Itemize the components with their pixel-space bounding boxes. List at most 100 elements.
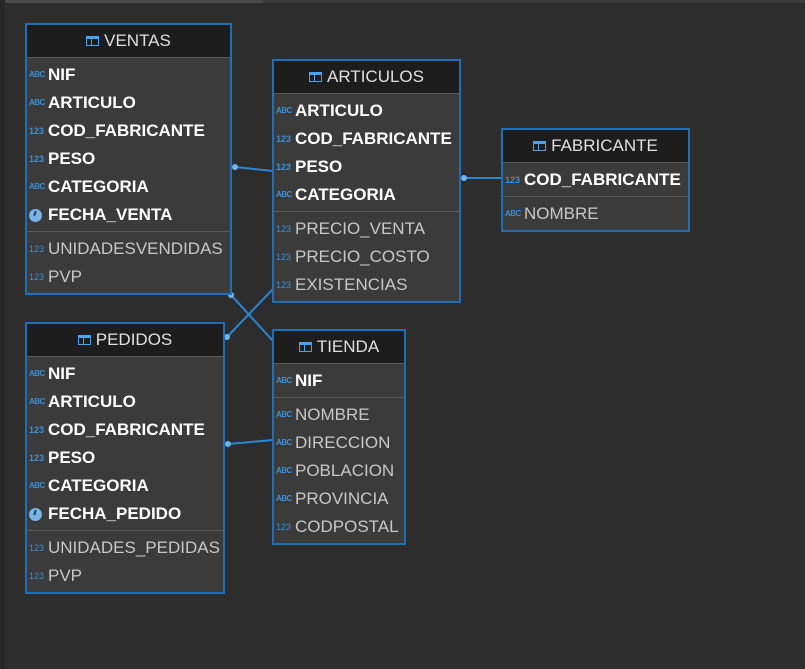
- entity-header[interactable]: PEDIDOS: [27, 324, 223, 356]
- entity-header[interactable]: VENTAS: [27, 25, 230, 57]
- column-name: ARTICULO: [295, 101, 383, 120]
- editor-tab-strip: [0, 0, 805, 3]
- text-type-icon: ABC: [29, 481, 45, 490]
- connector-ventas-articulos[interactable]: [234, 166, 274, 172]
- connector-pedidos-articulos[interactable]: [226, 288, 274, 338]
- column-name: NIF: [48, 65, 76, 84]
- text-type-icon: ABC: [276, 190, 292, 199]
- clock-icon: [29, 208, 42, 222]
- column-name: PRECIO_COSTO: [295, 247, 430, 266]
- column-name: COD_FABRICANTE: [48, 420, 205, 439]
- number-type-icon: 123: [29, 542, 45, 553]
- entity-header[interactable]: ARTICULOS: [274, 61, 459, 93]
- column-name: PVP: [48, 267, 83, 286]
- text-type-icon: ABC: [29, 182, 45, 191]
- number-type-icon: 123: [29, 153, 45, 164]
- column-name: NIF: [295, 371, 323, 390]
- column-name: UNIDADESVENDIDAS: [48, 239, 223, 258]
- column-name: PESO: [48, 448, 96, 467]
- column-name: FECHA_VENTA: [48, 205, 173, 224]
- text-type-icon: ABC: [276, 376, 292, 385]
- column-name: PESO: [48, 149, 96, 168]
- column-name: PVP: [48, 566, 83, 585]
- column-name: COD_FABRICANTE: [524, 170, 681, 189]
- number-type-icon: 123: [29, 424, 45, 435]
- connector-ventas-tienda[interactable]: [230, 294, 274, 342]
- column-name: PRECIO_VENTA: [295, 219, 426, 238]
- connector-end-dot: [232, 164, 238, 170]
- column-name: PROVINCIA: [295, 489, 389, 508]
- table-icon: [309, 72, 322, 82]
- number-type-icon: 123: [505, 174, 521, 185]
- column-name: CATEGORIA: [48, 177, 149, 196]
- active-tab[interactable]: [0, 0, 263, 3]
- text-type-icon: ABC: [29, 369, 45, 378]
- number-type-icon: 123: [276, 133, 292, 144]
- text-type-icon: ABC: [505, 209, 521, 218]
- entity-header[interactable]: TIENDA: [274, 331, 404, 363]
- entity-title: PEDIDOS: [95, 330, 173, 349]
- entity-header[interactable]: FABRICANTE: [503, 130, 688, 162]
- key-column-row[interactable]: FECHA_VENTA: [27, 201, 230, 229]
- entity-title: VENTAS: [104, 31, 171, 50]
- text-type-icon: ABC: [276, 494, 292, 503]
- column-name: COD_FABRICANTE: [295, 129, 452, 148]
- column-name: DIRECCION: [295, 433, 391, 452]
- text-type-icon: ABC: [276, 410, 292, 419]
- column-name: EXISTENCIAS: [295, 275, 408, 294]
- column-name: ARTICULO: [48, 93, 136, 112]
- text-type-icon: ABC: [276, 438, 292, 447]
- entity-title: TIENDA: [316, 337, 380, 356]
- number-type-icon: 123: [276, 279, 292, 290]
- entity-title: FABRICANTE: [551, 136, 658, 155]
- column-name: UNIDADES_PEDIDAS: [48, 538, 220, 557]
- column-name: COD_FABRICANTE: [48, 121, 205, 140]
- connector-pedidos-tienda[interactable]: [227, 439, 274, 445]
- column-name: NOMBRE: [295, 405, 370, 424]
- number-type-icon: 123: [276, 161, 292, 172]
- key-column-row[interactable]: FECHA_PEDIDO: [27, 500, 223, 528]
- column-name: POBLACION: [295, 461, 395, 480]
